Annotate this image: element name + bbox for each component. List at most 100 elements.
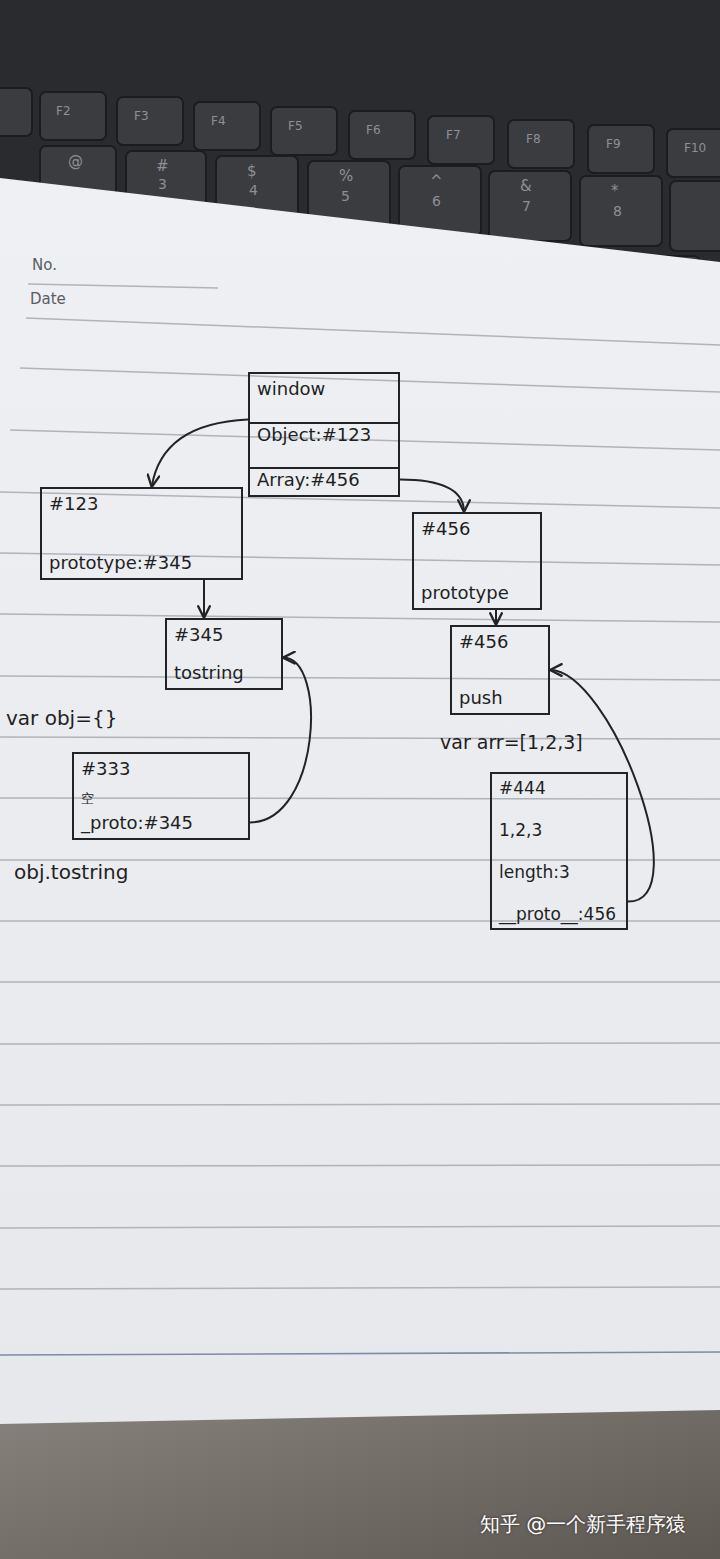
ruled-line <box>0 1352 720 1355</box>
ruled-line <box>0 798 720 799</box>
box-row: push <box>459 687 541 709</box>
ruled-line <box>0 1104 720 1105</box>
key-label: 8 <box>613 203 622 220</box>
key <box>588 125 654 173</box>
box-text: #456 <box>421 518 470 540</box>
box-text: __proto__:456 <box>499 904 616 924</box>
key <box>117 97 183 145</box>
memory-box: #333 空 _proto:#345 <box>72 752 250 840</box>
key-label: F2 <box>56 104 71 118</box>
key-label: F5 <box>288 119 303 133</box>
key <box>508 120 574 168</box>
memory-box: #444 1,2,3 length:3 __proto__:456 <box>490 772 628 930</box>
key <box>399 166 481 236</box>
box-row: #333 <box>81 758 241 780</box>
box-row: prototype:#345 <box>49 552 234 574</box>
box-text: 1,2,3 <box>499 820 542 840</box>
key <box>271 107 337 155</box>
box-text: 空 <box>81 791 94 807</box>
box-row: 1,2,3 <box>499 820 619 840</box>
box-text: _proto:#345 <box>81 812 193 834</box>
box-text: push <box>459 687 503 709</box>
box-row: _proto:#345 <box>81 812 241 834</box>
code-note: var obj={} <box>6 706 117 730</box>
key <box>667 129 720 177</box>
box-text: #444 <box>499 778 546 798</box>
box-row: window <box>257 378 391 400</box>
key-label: # <box>156 157 169 175</box>
key <box>40 92 106 140</box>
ruled-line <box>0 1226 720 1228</box>
box-row: #456 <box>459 631 541 653</box>
ruled-lines <box>0 284 720 1355</box>
key <box>194 102 260 150</box>
box-text: tostring <box>174 662 244 684</box>
key-label: @ <box>68 152 83 170</box>
key-label: 3 <box>158 176 167 193</box>
key <box>0 88 32 136</box>
key-label: F7 <box>446 128 461 142</box>
notebook-paper <box>0 178 720 1424</box>
box-row: 空 <box>81 786 241 807</box>
key-label: F6 <box>366 123 381 137</box>
key <box>428 116 494 164</box>
ruled-line <box>0 492 720 508</box>
memory-box: #456 prototype <box>412 512 542 610</box>
header-rule <box>26 318 720 345</box>
key-label: ^ <box>430 172 443 190</box>
key-label: 6 <box>432 193 441 210</box>
memory-box: #456 push <box>450 625 550 715</box>
header-rule <box>28 284 218 288</box>
pointer-arrow <box>400 480 464 513</box>
key-label: * <box>611 182 619 200</box>
ruled-line <box>0 1043 720 1044</box>
ruled-line <box>0 737 720 739</box>
box-row: Array:#456 <box>250 467 398 491</box>
key-label: & <box>520 177 532 195</box>
key-label: 7 <box>522 198 531 215</box>
box-text: window <box>257 378 325 400</box>
key <box>489 171 571 241</box>
memory-box: windowObject:#123Array:#456 <box>248 372 400 497</box>
ruled-line <box>0 676 720 680</box>
ruled-line <box>0 981 720 983</box>
box-text: #123 <box>49 493 98 515</box>
box-row: #345 <box>174 624 274 646</box>
box-row: #456 <box>421 518 533 540</box>
watermark: 知乎 @一个新手程序猿 <box>480 1512 686 1536</box>
box-row: length:3 <box>499 862 619 882</box>
key-label: 5 <box>341 188 350 205</box>
code-note: var arr=[1,2,3] <box>440 731 583 754</box>
pointer-arrow <box>250 658 311 823</box>
header-field: No. <box>32 256 57 274</box>
box-text: #456 <box>459 631 508 653</box>
ruled-line <box>0 614 720 622</box>
box-text: prototype:#345 <box>49 552 192 574</box>
box-text: Array:#456 <box>257 469 360 491</box>
code-note: obj.tostring <box>14 860 128 884</box>
key-label: 4 <box>249 182 258 199</box>
header-field: Date <box>30 290 66 308</box>
box-text: #333 <box>81 758 130 780</box>
key <box>349 111 415 159</box>
pointer-arrow <box>495 610 497 625</box>
key-label: % <box>339 167 353 185</box>
ruled-line <box>0 1165 720 1166</box>
key-label: F3 <box>134 109 149 123</box>
box-row: __proto__:456 <box>499 904 619 924</box>
pointer-arrow <box>203 580 205 618</box>
pointer-arrow <box>152 420 248 488</box>
ruled-line <box>0 1287 720 1289</box>
box-row: tostring <box>174 662 274 684</box>
memory-box: #123 prototype:#345 <box>40 487 243 580</box>
key-label: F4 <box>211 114 226 128</box>
box-text: length:3 <box>499 862 570 882</box>
key-label: F9 <box>606 137 621 151</box>
key-label: $ <box>247 162 257 180</box>
box-row: #444 <box>499 778 619 798</box>
box-text: prototype <box>421 582 509 604</box>
